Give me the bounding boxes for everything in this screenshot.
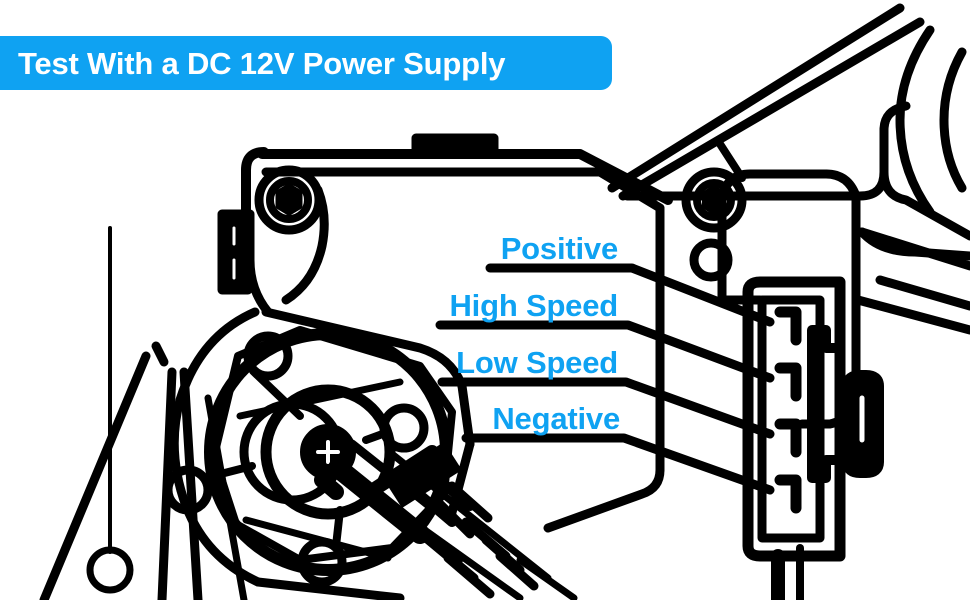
output-shaft-splined — [314, 439, 578, 600]
callout-label-negative: Negative — [492, 401, 620, 436]
leader-line-negative — [461, 433, 775, 495]
side-tab-bracket — [217, 209, 253, 295]
linework-group — [39, 3, 970, 600]
leader-line-positive — [485, 263, 775, 327]
wiring-connector-block — [742, 276, 884, 600]
callout-label-low-speed: Low Speed — [456, 345, 618, 380]
connector-latch-clip — [842, 370, 884, 478]
wiper-rod — [86, 226, 134, 594]
callout-label-positive: Positive — [500, 231, 618, 266]
title-banner-text: Test With a DC 12V Power Supply — [18, 45, 506, 81]
left-link-bars — [39, 341, 248, 600]
terminal-3 — [774, 418, 802, 458]
terminal-4 — [774, 474, 802, 514]
motor-housing-top — [241, 133, 673, 533]
terminal-1 — [774, 306, 802, 346]
terminal-2 — [774, 362, 802, 402]
leader-lines — [435, 263, 775, 495]
leader-line-low-speed — [437, 377, 775, 439]
leader-line-high-speed — [435, 320, 775, 383]
callout-label-high-speed: High Speed — [449, 288, 618, 323]
title-banner: Test With a DC 12V Power Supply — [0, 36, 612, 90]
connector-terminals — [774, 306, 802, 514]
hex-bolt-upper-right — [681, 167, 747, 282]
